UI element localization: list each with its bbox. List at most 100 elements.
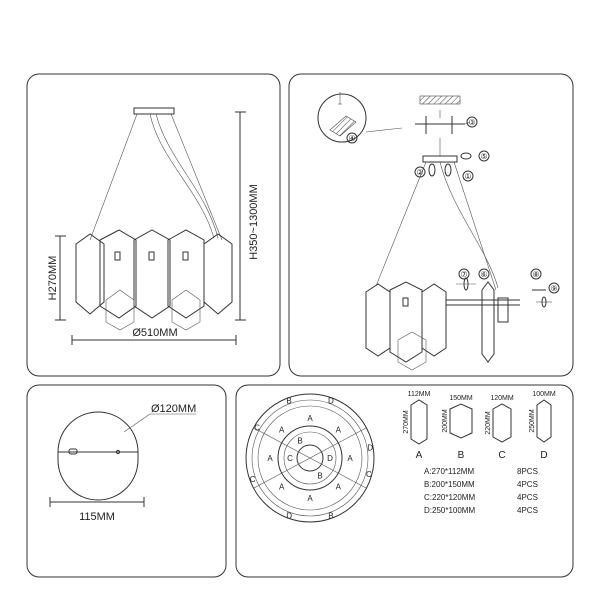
ring-letter: C xyxy=(250,475,256,484)
callout-1: ① xyxy=(462,170,474,182)
diameter-dimension: Ø120MM xyxy=(123,403,196,433)
shade-width-label: 120MM xyxy=(490,395,514,402)
ceiling-hatch xyxy=(419,95,461,105)
callout-8-label: ⑧ xyxy=(532,270,539,279)
panel-frame xyxy=(26,73,281,377)
spec-row: B:200*150MM 4PCS xyxy=(424,480,538,489)
canopy-slot xyxy=(68,448,78,455)
spec-quantity: 4PCS xyxy=(517,480,538,489)
diameter-label: Ø120MM xyxy=(151,403,196,415)
ring-letter: C xyxy=(287,454,293,463)
canopy xyxy=(422,155,458,163)
ring-letter: A xyxy=(347,454,353,463)
depth-label: 115MM xyxy=(79,511,115,523)
shade-letter: C xyxy=(498,450,505,461)
ring-letter: B xyxy=(286,397,291,406)
callout-9: ⑨ xyxy=(548,282,560,294)
shade-ring-front xyxy=(75,229,233,331)
callout-3-label: ③ xyxy=(468,118,475,127)
suspension-cables xyxy=(375,161,499,291)
shade-letter: D xyxy=(540,450,547,461)
spec-quantity: 4PCS xyxy=(517,506,538,515)
callout-6-label: ⑥ xyxy=(480,270,487,279)
shade-outline xyxy=(536,399,552,443)
callout-7-label: ⑦ xyxy=(460,270,467,279)
shade-width-label: 112MM xyxy=(408,391,431,398)
ring-letter: B xyxy=(317,471,322,480)
callout-7: ⑦ xyxy=(458,268,470,280)
depth-dimension: 115MM xyxy=(49,497,145,523)
canopy-top-view xyxy=(57,411,139,501)
mounting-bracket xyxy=(415,110,471,134)
panel-frame xyxy=(235,384,574,578)
ring-letter: C xyxy=(366,470,372,479)
suspension-cables xyxy=(89,113,223,241)
callout-2: ② xyxy=(414,166,426,178)
panel-dimensions: H270MM H350~1300MM Ø510MM xyxy=(26,73,281,377)
spec-size: D:250*100MM xyxy=(424,506,475,515)
shade-outline xyxy=(410,399,428,445)
ring-letter: A xyxy=(307,414,313,423)
shade-height-label: 250MM xyxy=(529,409,536,433)
ceiling-canopy xyxy=(133,107,175,115)
spec-row: C:220*120MM 4PCS xyxy=(424,493,538,502)
spec-row: D:250*100MM 4PCS xyxy=(424,506,538,515)
ring-letter: A xyxy=(279,426,285,435)
callout-4-label: ④ xyxy=(348,134,355,143)
hanging-height-dimension: H350~1300MM xyxy=(235,111,260,321)
shade-thumb-a: 112MM 270MM A xyxy=(403,391,431,461)
ring-letter: A xyxy=(267,454,273,463)
spec-size: C:220*120MM xyxy=(424,493,475,502)
panel-installation: ① ② ③ ④ ⑤ ⑥ ⑦ ⑧ xyxy=(288,73,574,377)
callout-3: ③ xyxy=(466,116,478,128)
shade-outline xyxy=(492,403,512,443)
exploded-fasteners xyxy=(428,152,552,308)
callout-5-label: ⑤ xyxy=(480,152,487,161)
canopy-hole xyxy=(115,449,121,455)
ring-letter: B xyxy=(328,511,333,520)
shade-width-label: 150MM xyxy=(449,395,473,402)
spec-size: A:270*112MM xyxy=(424,467,474,476)
ring-letter: C xyxy=(254,424,260,433)
callout-4: ④ xyxy=(346,132,358,144)
shade-height-label: 270MM xyxy=(403,410,410,434)
shade-width-label: 100MM xyxy=(532,391,556,398)
height-label: H270MM xyxy=(47,256,59,301)
arm-and-bulb xyxy=(446,297,520,323)
callout-6: ⑥ xyxy=(478,268,490,280)
ring-diagram xyxy=(245,393,375,523)
detail-bubble xyxy=(317,92,403,143)
spec-size: B:200*150MM xyxy=(424,480,475,489)
height-dimension: H270MM xyxy=(47,235,66,321)
exploded-shade xyxy=(481,281,495,363)
shade-letter: B xyxy=(458,450,465,461)
shade-thumb-d: 100MM 250MM D xyxy=(529,391,556,461)
panel-canopy-detail: Ø120MM 115MM xyxy=(26,384,227,578)
shade-height-label: 200MM xyxy=(442,409,449,433)
shade-outline xyxy=(449,403,473,439)
ring-letter: D xyxy=(367,443,373,452)
shade-thumb-c: 120MM 220MM C xyxy=(485,395,514,461)
callout-1-label: ① xyxy=(464,172,471,181)
shade-height-label: 220MM xyxy=(485,411,492,435)
width-dimension: Ø510MM xyxy=(71,327,237,345)
ring-letter: B xyxy=(297,437,302,446)
ring-letter: D xyxy=(327,454,333,463)
shade-letter: A xyxy=(416,450,423,461)
ring-letter: A xyxy=(336,426,342,435)
callout-5: ⑤ xyxy=(478,150,490,162)
ring-letter: A xyxy=(336,482,342,491)
panel-frame xyxy=(288,73,574,377)
callout-2-label: ② xyxy=(416,168,423,177)
spec-quantity: 4PCS xyxy=(517,493,538,502)
ring-letter: A xyxy=(279,482,285,491)
ring-letter: A xyxy=(307,494,313,503)
ring-letter: D xyxy=(286,511,292,520)
callout-8: ⑧ xyxy=(530,268,542,280)
